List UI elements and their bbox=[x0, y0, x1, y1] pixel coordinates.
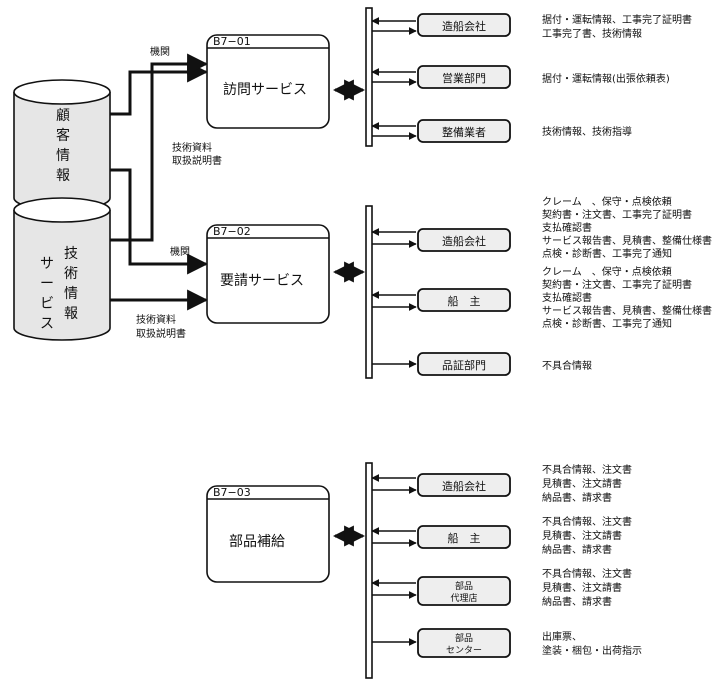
db-top-char-0: 顧 bbox=[56, 108, 70, 124]
info-b7-01-shipbuilder-0: 据付・運転情報、工事完了証明書 bbox=[542, 13, 692, 26]
info-b7-03-shipowner-2: 納品書、請求書 bbox=[542, 543, 612, 556]
info-b7-03-parts-agent-2: 納品書、請求書 bbox=[542, 595, 612, 608]
entity-b7-02-qa-label: 品証部門 bbox=[442, 358, 486, 372]
db-bottom-col1-char-2: 情 bbox=[64, 286, 78, 302]
entity-b7-01-maintenance-label: 整備業者 bbox=[442, 125, 486, 139]
entity-b7-03-shipowner: 船 主 bbox=[417, 525, 511, 549]
info-b7-03-shipowner-1: 見積書、注文請書 bbox=[542, 529, 622, 542]
entity-b7-03-shipbuilder-label: 造船会社 bbox=[442, 479, 486, 493]
info-b7-03-shipowner-0: 不具合情報、注文書 bbox=[542, 515, 632, 528]
entity-b7-03-parts-center-line2: センター bbox=[446, 645, 482, 656]
info-b7-02-shipowner-0: クレーム 、保守・点検依頼 bbox=[542, 265, 672, 278]
db-bottom-col2-char-1: ー bbox=[40, 276, 54, 292]
info-b7-02-shipbuilder-2: 支払確認書 bbox=[542, 221, 592, 234]
info-b7-02-shipbuilder-3: サービス報告書、見積書、整備仕様書 bbox=[542, 234, 712, 247]
entity-b7-01-sales-label: 営業部門 bbox=[442, 71, 486, 85]
info-b7-03-shipbuilder-0: 不具合情報、注文書 bbox=[542, 463, 632, 476]
label-kikan-2: 機関 bbox=[170, 245, 190, 258]
entity-b7-03-parts-center-line1: 部品 bbox=[455, 632, 473, 644]
info-b7-02-shipowner-3: サービス報告書、見積書、整備仕様書 bbox=[542, 304, 712, 317]
entity-b7-03-parts-center: 部品 センター bbox=[417, 628, 511, 658]
bus-b7-01 bbox=[365, 7, 373, 147]
db-bottom-col2-char-2: ビ bbox=[40, 296, 54, 312]
entity-b7-03-parts-agent-line2: 代理店 bbox=[450, 592, 477, 604]
bus-b7-01-links bbox=[371, 17, 417, 140]
db-bottom-col2-char-0: サ bbox=[40, 256, 54, 272]
info-b7-02-shipbuilder-0: クレーム 、保守・点検依頼 bbox=[542, 195, 672, 208]
info-b7-02-shipowner-4: 点検・診断書、工事完了通知 bbox=[542, 317, 672, 330]
label-tech-doc-2b: 取扱説明書 bbox=[136, 327, 186, 340]
bus-b7-03 bbox=[365, 462, 373, 679]
info-b7-03-parts-center-0: 出庫票、 bbox=[542, 630, 582, 643]
info-b7-02-shipowner-1: 契約書・注文書、工事完了証明書 bbox=[542, 278, 692, 291]
entity-b7-03-shipbuilder: 造船会社 bbox=[417, 473, 511, 497]
entity-b7-01-sales: 営業部門 bbox=[417, 65, 511, 89]
service-b7-03: B7−03 部品補給 bbox=[206, 485, 330, 583]
info-b7-02-shipbuilder-1: 契約書・注文書、工事完了証明書 bbox=[542, 208, 692, 221]
bus-b7-03-links bbox=[371, 474, 417, 646]
service-b7-03-name: 部品補給 bbox=[229, 534, 285, 550]
service-b7-02-id: B7−02 bbox=[213, 225, 251, 238]
label-tech-doc-1a: 技術資料 bbox=[172, 141, 212, 154]
entity-b7-03-parts-agent-line1: 部品 bbox=[455, 580, 473, 592]
db-bottom-col1-char-1: 術 bbox=[64, 266, 78, 282]
entity-b7-02-shipowner: 船 主 bbox=[417, 288, 511, 312]
entity-b7-02-shipowner-label: 船 主 bbox=[448, 294, 481, 308]
db-to-service-arrows bbox=[110, 53, 209, 311]
service-b7-01-id: B7−01 bbox=[213, 35, 251, 48]
info-b7-03-parts-agent-0: 不具合情報、注文書 bbox=[542, 567, 632, 580]
info-b7-01-sales-0: 据付・運転情報(出張依頼表) bbox=[542, 72, 670, 85]
entity-b7-03-parts-agent: 部品 代理店 bbox=[417, 576, 511, 606]
technical-info-database: 技 術 情 報 サ ー ビ ス bbox=[13, 197, 111, 341]
entity-b7-02-qa: 品証部門 bbox=[417, 352, 511, 376]
service-b7-02: B7−02 要請サービス bbox=[206, 224, 330, 324]
info-b7-01-maintenance-0: 技術情報、技術指導 bbox=[542, 125, 632, 138]
service-b7-01: B7−01 訪問サービス bbox=[206, 34, 330, 129]
bus-b7-02-links bbox=[371, 228, 417, 368]
info-b7-02-shipbuilder-4: 点検・診断書、工事完了通知 bbox=[542, 247, 672, 260]
info-b7-03-parts-agent-1: 見積書、注文請書 bbox=[542, 581, 622, 594]
entity-b7-01-maintenance: 整備業者 bbox=[417, 119, 511, 143]
service-b7-01-name: 訪問サービス bbox=[223, 82, 307, 98]
db-bottom-col1-char-0: 技 bbox=[64, 246, 78, 262]
db-top-char-1: 客 bbox=[56, 127, 70, 144]
info-b7-03-shipbuilder-2: 納品書、請求書 bbox=[542, 491, 612, 504]
db-top-char-2: 情 bbox=[56, 148, 70, 164]
db-bottom-col2-char-3: ス bbox=[40, 316, 54, 332]
info-b7-02-qa-0: 不具合情報 bbox=[542, 359, 592, 372]
entity-b7-03-shipowner-label: 船 主 bbox=[448, 531, 481, 545]
label-tech-doc-2a: 技術資料 bbox=[136, 313, 176, 326]
bus-b7-02 bbox=[365, 205, 373, 379]
info-b7-01-shipbuilder-1: 工事完了書、技術情報 bbox=[542, 27, 642, 40]
customer-info-database: 顧 客 情 報 bbox=[13, 79, 111, 211]
entity-b7-02-shipbuilder: 造船会社 bbox=[417, 228, 511, 252]
info-b7-03-parts-center-1: 塗装・梱包・出荷指示 bbox=[542, 644, 642, 657]
info-b7-03-shipbuilder-1: 見積書、注文請書 bbox=[542, 477, 622, 490]
info-b7-02-shipowner-2: 支払確認書 bbox=[542, 291, 592, 304]
entity-b7-01-shipbuilder: 造船会社 bbox=[417, 13, 511, 37]
db-bottom-col1-char-3: 報 bbox=[64, 306, 78, 322]
service-b7-02-name: 要請サービス bbox=[220, 273, 304, 289]
entity-b7-01-shipbuilder-label: 造船会社 bbox=[442, 19, 486, 33]
label-kikan-1: 機関 bbox=[150, 45, 170, 58]
entity-b7-02-shipbuilder-label: 造船会社 bbox=[442, 234, 486, 248]
db-top-char-3: 報 bbox=[56, 168, 70, 184]
label-tech-doc-1b: 取扱説明書 bbox=[172, 154, 222, 167]
service-b7-03-id: B7−03 bbox=[213, 486, 251, 499]
